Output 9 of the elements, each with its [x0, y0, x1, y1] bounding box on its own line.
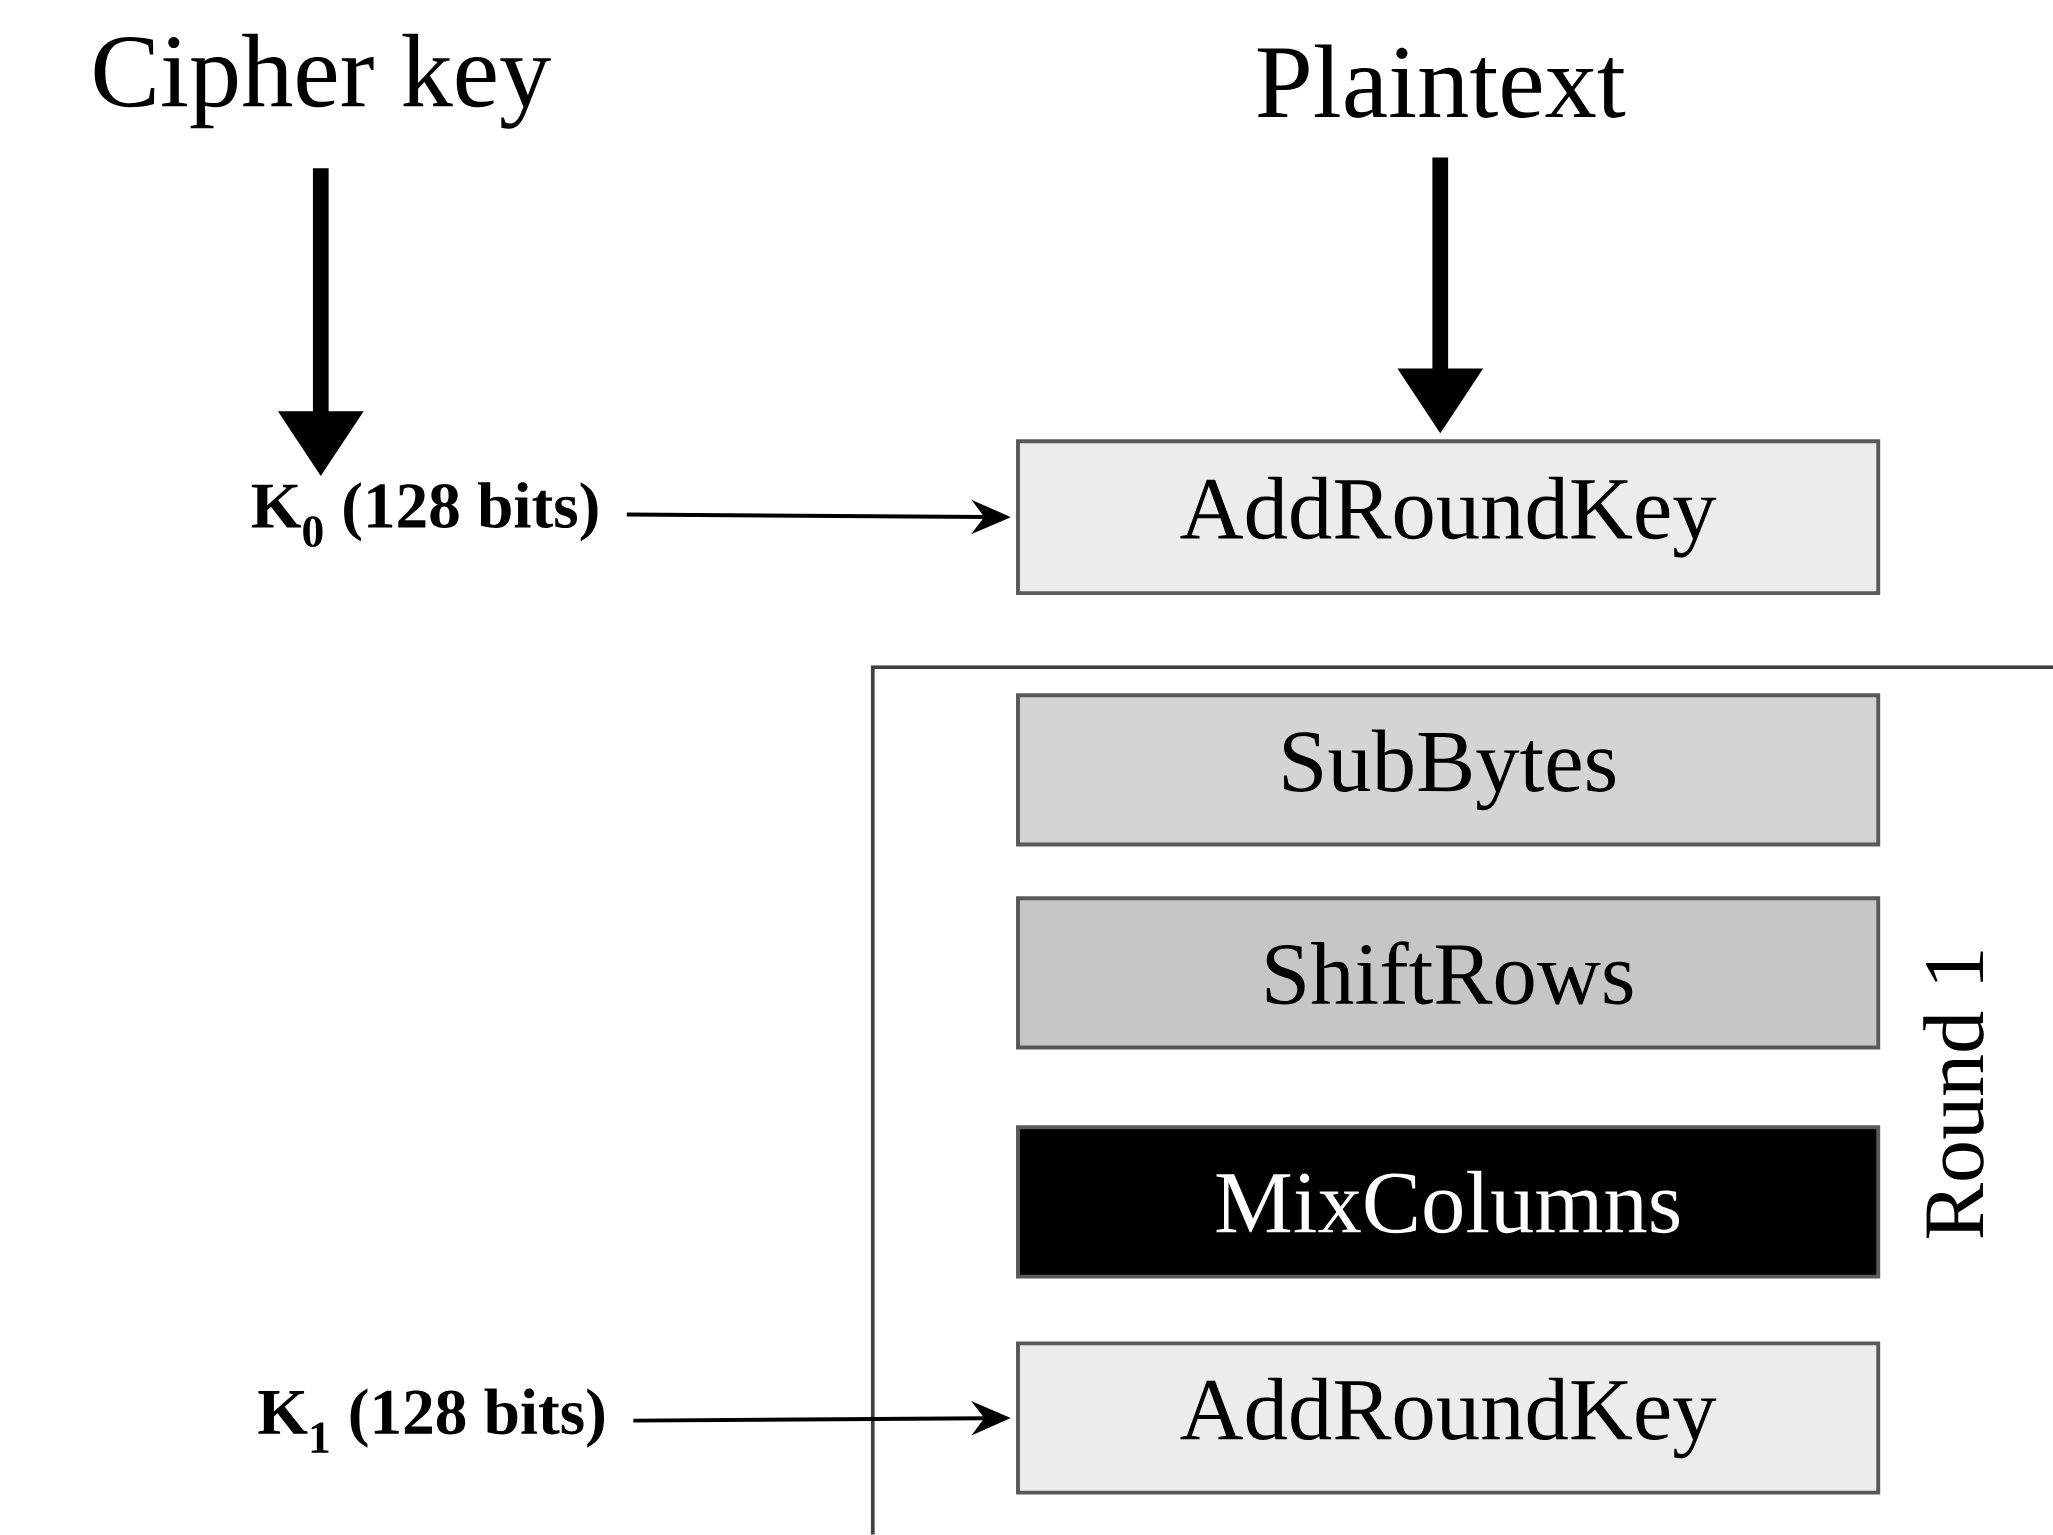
title-text: Plaintext	[1257, 44, 1626, 119]
key-label: K$_{1}$ (128 bits)	[258, 1388, 604, 1453]
process-box: ShiftRows	[1016, 896, 1881, 1050]
process-box: AddRoundKey	[1016, 1341, 1881, 1495]
key-label: K$_{0}$ (128 bits)	[251, 482, 598, 548]
process-box: AddRoundKey	[1016, 439, 1881, 596]
process-box: SubBytes	[1016, 693, 1881, 847]
process-box: MixColumns	[1016, 1125, 1881, 1279]
title-text: Cipher key	[94, 33, 551, 129]
